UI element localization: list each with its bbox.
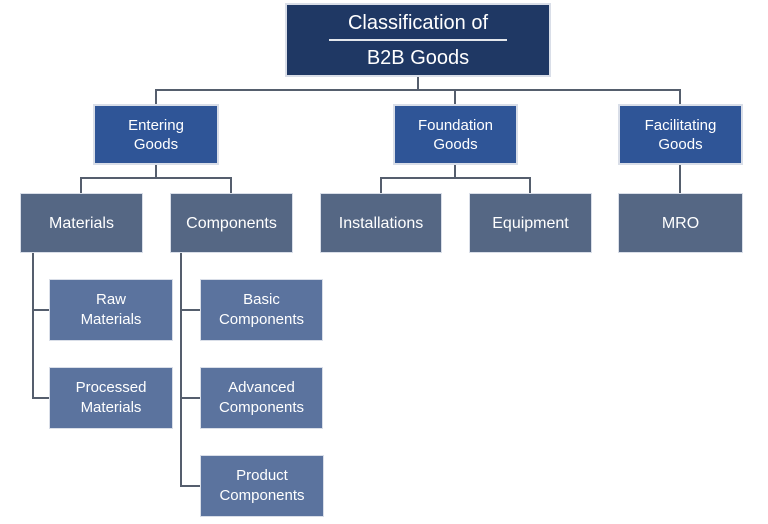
connector-materials-hang xyxy=(32,253,34,399)
connector-foundation-stem xyxy=(454,165,456,179)
connector-title-stem xyxy=(417,77,419,90)
connector-entering-horizontal xyxy=(80,177,232,179)
node-installations: Installations xyxy=(320,193,442,253)
connector-facilitating-stem xyxy=(679,165,681,193)
title-line1: Classification of xyxy=(347,11,489,34)
node-label: Components xyxy=(218,399,305,416)
node-label: Goods xyxy=(658,135,703,153)
node-label: Entering xyxy=(128,116,184,134)
node-label: Materials xyxy=(49,214,114,232)
connector-drop-foundation xyxy=(454,89,456,104)
connector-elbow-basic xyxy=(180,309,200,311)
node-equipment: Equipment xyxy=(469,193,592,253)
node-label: MRO xyxy=(661,214,700,232)
connector-drop-entering xyxy=(155,89,157,104)
node-label: Basic xyxy=(243,291,280,308)
title-underline xyxy=(329,38,507,41)
node-facilitating-goods: Facilitating Goods xyxy=(618,104,743,165)
connector-entering-stem xyxy=(155,165,157,179)
node-basic-components: Basic Components xyxy=(200,279,323,341)
node-label: Goods xyxy=(433,135,478,153)
node-foundation-goods: Foundation Goods xyxy=(393,104,518,165)
connector-elbow-advanced xyxy=(180,397,200,399)
node-label: Advanced xyxy=(228,379,295,396)
node-label: Raw xyxy=(95,291,126,308)
connector-elbow-processed xyxy=(32,397,49,399)
node-label: Goods xyxy=(133,135,179,153)
connector-drop-installations xyxy=(380,177,382,193)
connector-elbow-raw xyxy=(32,309,49,311)
connector-elbow-product xyxy=(180,485,200,487)
node-title: Classification of B2B Goods xyxy=(285,3,551,77)
node-label: Materials xyxy=(80,311,142,328)
node-product-components: Product Components xyxy=(200,455,324,517)
connector-main-horizontal xyxy=(155,89,681,91)
connector-foundation-horizontal xyxy=(380,177,531,179)
connector-drop-components xyxy=(230,177,232,193)
title-line2: B2B Goods xyxy=(366,46,470,69)
node-label: Product xyxy=(236,467,288,484)
node-label: Processed xyxy=(75,379,147,396)
node-label: Installations xyxy=(338,214,424,232)
node-advanced-components: Advanced Components xyxy=(200,367,323,429)
node-label: Materials xyxy=(80,399,142,416)
node-label: Components xyxy=(186,214,277,232)
node-mro: MRO xyxy=(618,193,743,253)
node-label: Equipment xyxy=(492,214,569,232)
connector-components-hang xyxy=(180,253,182,487)
node-label: Components xyxy=(218,311,305,328)
connector-drop-equipment xyxy=(529,177,531,193)
node-entering-goods: Entering Goods xyxy=(93,104,219,165)
node-raw-materials: Raw Materials xyxy=(49,279,173,341)
node-materials: Materials xyxy=(20,193,143,253)
node-processed-materials: Processed Materials xyxy=(49,367,173,429)
node-components: Components xyxy=(170,193,293,253)
connector-drop-materials xyxy=(80,177,82,193)
connector-drop-facilitating xyxy=(679,89,681,104)
node-label: Components xyxy=(219,487,305,504)
node-label: Foundation xyxy=(417,116,494,134)
node-label: Facilitating xyxy=(644,116,717,134)
